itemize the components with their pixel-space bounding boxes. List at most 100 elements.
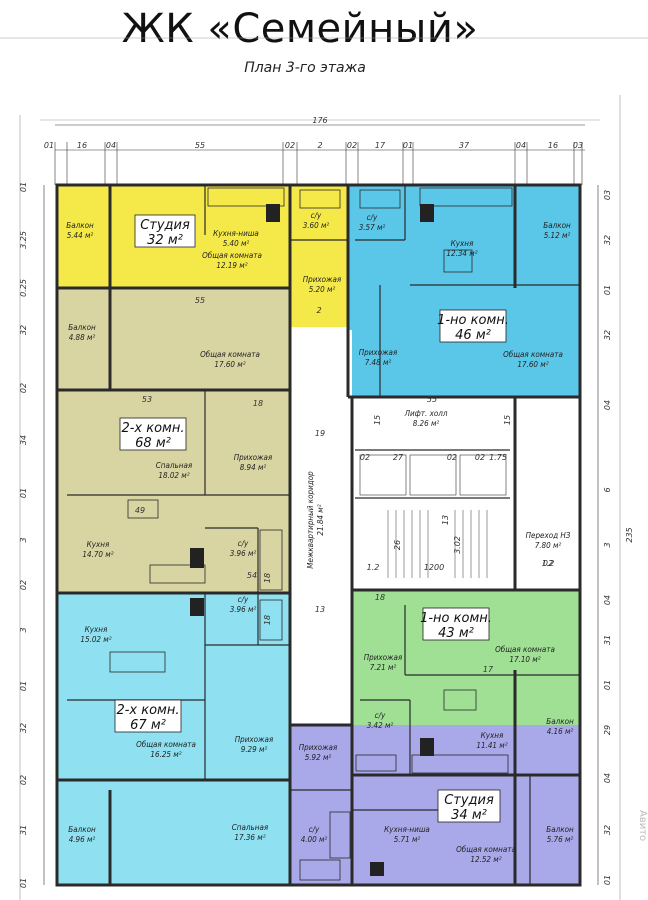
dim-right-13: 01: [603, 875, 612, 885]
dim-inner-2: 18: [253, 399, 263, 408]
room-balcony_6-area: 5.76 м²: [547, 835, 574, 844]
dim-left-12: 02: [19, 775, 28, 785]
studio-top-area: 32 м²: [147, 233, 183, 248]
floor-subtitle: План 3-го этажа: [244, 60, 366, 76]
apartment-fills: [57, 185, 580, 886]
room-common_6-name: Общая комната: [456, 845, 516, 854]
dim-top-9: 37: [459, 141, 470, 150]
top-dimension-chain: [54, 124, 585, 185]
room-lift_hall-area: 8.26 м²: [413, 419, 440, 428]
dim-right-9: 01: [603, 680, 612, 690]
room-bedroom_4-name: Спальная: [232, 823, 269, 832]
dim-inner-20: 1200: [424, 563, 444, 572]
room-hall_3-area: 8.94 м²: [240, 463, 267, 472]
room-balcony_3-name: Балкон: [68, 323, 96, 332]
room-kitchen_niche_1-area: 5.40 м²: [223, 239, 250, 248]
dim-inner-0: 2: [316, 306, 321, 315]
room-hall_2-name: Прихожая: [359, 348, 398, 357]
room-lift_hall-name: Лифт. холл: [404, 409, 448, 418]
dim-inner-4: 19: [315, 429, 325, 438]
dim-left-9: 3: [19, 627, 28, 632]
furniture: [109, 187, 513, 881]
dim-inner-21: 3.02: [453, 536, 462, 554]
watermark-text: Авито: [637, 810, 648, 841]
room-hall_4-name: Прихожая: [235, 735, 274, 744]
dim-left-3: 32: [19, 325, 28, 335]
dim-top-7: 17: [375, 141, 386, 150]
room-kitchen_4-area: 15.02 м²: [80, 635, 111, 644]
dim-inner-9: 15: [373, 415, 382, 425]
room-common_4-name: Общая комната: [136, 740, 196, 749]
room-balcony_4-area: 4.96 м²: [69, 835, 96, 844]
room-kitchen_5-name: Кухня: [481, 731, 504, 740]
room-bath_3-name: с/у: [238, 539, 249, 548]
dim-inner-17: 13: [441, 515, 450, 525]
dim-inner-3: 53: [142, 395, 152, 404]
room-balcony_6-name: Балкон: [546, 825, 574, 834]
dim-inner-24: 18: [375, 593, 385, 602]
dim-left-13: 31: [19, 825, 28, 835]
room-kitchen_3-area: 14.70 м²: [82, 550, 113, 559]
two-room-top-name: 2-х комн.: [121, 421, 184, 436]
room-balcony_1-name: Балкон: [66, 221, 94, 230]
room-balcony_5-name: Балкон: [546, 717, 574, 726]
one-room-bottom-area: 43 м²: [438, 626, 474, 641]
dim-top-1: 16: [77, 141, 87, 150]
room-bath_6-area: 4.00 м²: [301, 835, 328, 844]
room-bath_4-name: с/у: [238, 595, 249, 604]
dim-right-1: 32: [603, 235, 612, 245]
room-common_3-area: 17.60 м²: [214, 360, 245, 369]
dim-right-10: 29: [603, 725, 612, 735]
dim-inner-13: 02: [447, 453, 457, 462]
room-common_1-area: 12.19 м²: [216, 261, 247, 270]
dim-inner-15: 1.75: [489, 453, 507, 462]
room-bath_3-area: 3.96 м²: [230, 549, 257, 558]
dim-inner-22: 1.2: [542, 559, 555, 568]
room-balcony_5-area: 4.16 м²: [547, 727, 574, 736]
frame-lines: [0, 37, 648, 900]
studio-bottom-name: Студия: [444, 793, 494, 808]
dim-top-3: 55: [195, 141, 205, 150]
room-bath_5-area: 3.42 м²: [367, 721, 394, 730]
room-bath_1-name: с/у: [311, 211, 322, 220]
page-title: ЖК «Семейный»: [121, 6, 479, 52]
dim-right-6: 3: [603, 542, 612, 547]
dim-left-0: 01: [19, 182, 28, 192]
room-corridor-area: 21.84 м²: [316, 504, 325, 535]
dim-left-7: 3: [19, 537, 28, 542]
dim-top-total: 176: [312, 116, 327, 125]
room-common_5-area: 17.10 м²: [509, 655, 540, 664]
room-bedroom_3-area: 18.02 м²: [158, 471, 189, 480]
dim-right-0: 03: [603, 190, 612, 200]
dim-left-10: 01: [19, 681, 28, 691]
dim-inner-6: 18: [263, 573, 272, 583]
room-bath_1-area: 3.60 м²: [303, 221, 330, 230]
apartment-two-room-bottom: [57, 593, 290, 886]
room-kitchen_niche_1-name: Кухня-ниша: [213, 229, 259, 238]
stove-blocks: [190, 204, 434, 876]
dim-right-7: 04: [603, 595, 612, 605]
room-common_2-area: 17.60 м²: [517, 360, 548, 369]
room-hall_5-area: 7.21 м²: [370, 663, 397, 672]
room-bedroom_3-name: Спальная: [156, 461, 193, 470]
dim-inner-26: 54: [247, 571, 257, 580]
dim-inner-19: 26: [393, 540, 402, 550]
room-common_3-name: Общая комната: [200, 350, 260, 359]
one-room-top-area: 46 м²: [455, 328, 491, 343]
apartment-one-room-top: [348, 185, 580, 397]
room-common_6-area: 12.52 м²: [470, 855, 501, 864]
room-balcony_2-name: Балкон: [543, 221, 571, 230]
room-balcony_4-name: Балкон: [68, 825, 96, 834]
dim-inner-16: 02: [543, 559, 553, 568]
staircase: [359, 454, 507, 578]
dim-left-5: 34: [19, 435, 28, 445]
room-bath_2-name: с/у: [367, 213, 378, 222]
room-hall_6-area: 5.92 м²: [305, 753, 332, 762]
dim-right-3: 32: [603, 330, 612, 340]
dim-left-4: 02: [19, 383, 28, 393]
room-common_4-area: 16.25 м²: [150, 750, 181, 759]
